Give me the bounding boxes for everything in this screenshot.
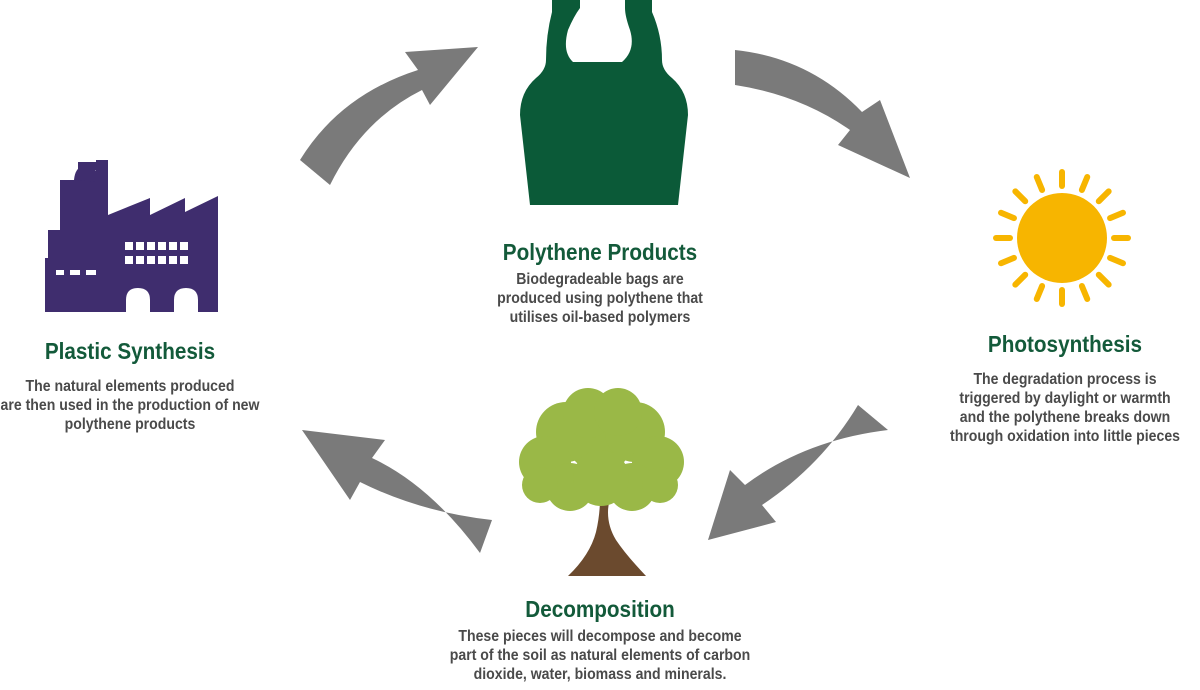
description-line: polythene products — [64, 416, 196, 433]
sun-ray — [1033, 283, 1046, 302]
sun-ray — [998, 209, 1017, 222]
description-line: produced using polythene that — [497, 290, 703, 307]
sun-ray — [1107, 209, 1126, 222]
sun-ray — [1107, 254, 1126, 267]
stage-plastic-synthesis: Plastic Synthesis The natural elements p… — [0, 337, 300, 434]
description-line: part of the soil as natural elements of … — [449, 647, 751, 664]
stage-description: The degradation process is triggered by … — [937, 370, 1192, 446]
stage-photosynthesis: Photosynthesis The degradation process i… — [920, 330, 1200, 446]
sun-ray — [1033, 174, 1046, 193]
stage-description: These pieces will decompose and become p… — [415, 627, 785, 684]
stage-title: Decomposition — [525, 596, 675, 622]
arrow-products-to-photosynthesis — [735, 50, 910, 178]
description-line: The natural elements produced — [25, 378, 235, 395]
sun-ray — [1012, 271, 1029, 288]
factory-icon — [45, 160, 218, 312]
description-line: Biodegradeable bags are — [516, 271, 684, 288]
description-line: dioxide, water, biomass and minerals. — [473, 666, 727, 683]
sun-ray — [1012, 188, 1029, 205]
stage-title: Plastic Synthesis — [44, 338, 216, 364]
arrow-decomposition-to-synthesis — [302, 430, 492, 553]
sun-ray — [1095, 271, 1112, 288]
stage-description: The natural elements produced are then u… — [0, 377, 280, 434]
sun-ray — [1078, 174, 1091, 193]
description-line: through oxidation into little pieces — [950, 428, 1180, 445]
stage-title: Polythene Products — [502, 239, 698, 265]
description-line: utilises oil-based polymers — [509, 309, 691, 326]
sun-ray — [998, 254, 1017, 267]
stage-decomposition: Decomposition These pieces will decompos… — [390, 595, 810, 684]
stage-description: Biodegradeable bags are produced using p… — [433, 270, 767, 327]
arrow-synthesis-to-products — [300, 47, 478, 185]
shopping-bag-icon — [520, 0, 688, 205]
description-line: and the polythene breaks down — [959, 409, 1171, 426]
sun-ray — [1095, 188, 1112, 205]
sun-icon — [993, 169, 1131, 307]
description-line: The degradation process is — [973, 371, 1157, 388]
tree-icon — [519, 388, 684, 576]
description-line: triggered by daylight or warmth — [959, 390, 1171, 407]
sun-ray — [1078, 283, 1091, 302]
description-line: are then used in the production of new — [0, 397, 260, 414]
arrow-photosynthesis-to-decomposition — [708, 405, 888, 540]
description-line: These pieces will decompose and become — [458, 628, 742, 645]
stage-polythene-products: Polythene Products Biodegradeable bags a… — [410, 238, 790, 327]
stage-title: Photosynthesis — [987, 331, 1143, 357]
